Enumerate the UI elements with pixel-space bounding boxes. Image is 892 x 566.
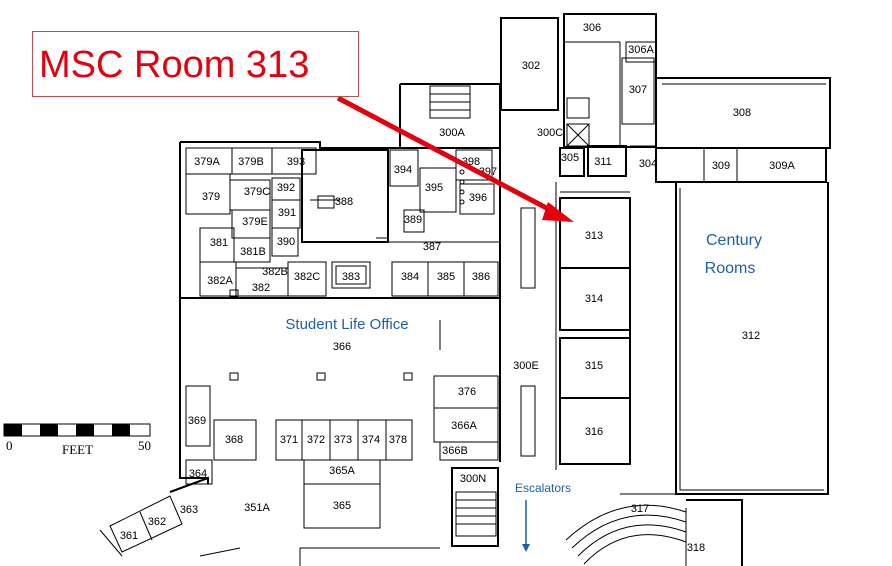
room-callout-box: MSC Room 313 bbox=[32, 31, 359, 97]
century-rooms-label-line2: Rooms bbox=[705, 260, 756, 277]
room-label: 392 bbox=[277, 182, 295, 194]
room-label: 306A bbox=[628, 44, 654, 56]
room-label: 309 bbox=[712, 160, 730, 172]
room-label: 373 bbox=[334, 434, 352, 446]
room-label: 379 bbox=[202, 191, 220, 203]
scale-bar: 0 FEET 50 bbox=[3, 423, 151, 457]
room-label: 306 bbox=[583, 22, 601, 34]
scale-start-label: 0 bbox=[6, 438, 13, 453]
room-label: 395 bbox=[425, 182, 443, 194]
room-label: 389 bbox=[404, 214, 422, 226]
area-labels: Century Rooms Student Life Office Escala… bbox=[285, 232, 762, 495]
room-label: 379C bbox=[244, 186, 270, 198]
room-label: 308 bbox=[733, 107, 751, 119]
room-label: 366A bbox=[451, 420, 477, 432]
room-label: 388 bbox=[335, 196, 353, 208]
room-label: 384 bbox=[401, 271, 419, 283]
room-label: 366B bbox=[442, 445, 468, 457]
room-label: 374 bbox=[362, 434, 380, 446]
building-walls bbox=[99, 13, 831, 566]
room-label: 361 bbox=[120, 530, 138, 542]
room-label: 390 bbox=[277, 236, 295, 248]
room-label: 387 bbox=[423, 241, 441, 253]
scale-unit-label: FEET bbox=[62, 442, 93, 457]
room-label: 376 bbox=[458, 386, 476, 398]
room-label: 381B bbox=[240, 246, 266, 258]
room-label: 305 bbox=[561, 152, 579, 164]
room-label: 300N bbox=[460, 473, 486, 485]
room-callout-text: MSC Room 313 bbox=[39, 44, 310, 86]
room-label: 314 bbox=[585, 293, 603, 305]
room-label: 381 bbox=[210, 237, 228, 249]
room-label: 300A bbox=[439, 127, 465, 139]
escalators-label: Escalators bbox=[515, 481, 571, 495]
room-label: 318 bbox=[687, 542, 705, 554]
century-rooms-label-line1: Century bbox=[706, 232, 762, 249]
room-label: 365 bbox=[333, 500, 351, 512]
room-label: 382 bbox=[252, 282, 270, 294]
room-label: 364 bbox=[189, 468, 207, 480]
room-label: 317 bbox=[631, 503, 649, 515]
room-label: 312 bbox=[742, 330, 760, 342]
room-label: 378 bbox=[389, 434, 407, 446]
room-label: 393 bbox=[287, 156, 305, 168]
room-label: 351A bbox=[244, 502, 270, 514]
room-label: 396 bbox=[469, 192, 487, 204]
room-label: 311 bbox=[594, 156, 612, 168]
room-label: 300C bbox=[537, 127, 563, 139]
room-label: 391 bbox=[278, 207, 296, 219]
scale-end-label: 50 bbox=[138, 438, 151, 453]
escalator-arrow bbox=[522, 500, 530, 552]
room-labels: 302 306 306A 307 308 300A 300C 305 311 3… bbox=[120, 22, 796, 554]
room-label: 379A bbox=[194, 156, 220, 168]
room-label: 386 bbox=[472, 271, 490, 283]
red-arrow bbox=[336, 95, 574, 222]
room-label: 382C bbox=[294, 271, 320, 283]
room-label: 315 bbox=[585, 360, 603, 372]
room-label: 313 bbox=[585, 230, 603, 242]
room-label: 379B bbox=[238, 156, 264, 168]
room-label: 362 bbox=[148, 516, 166, 528]
room-label: 372 bbox=[307, 434, 325, 446]
room-label: 300E bbox=[513, 360, 539, 372]
room-label: 365A bbox=[329, 465, 355, 477]
room-label: 368 bbox=[225, 434, 243, 446]
room-label: 394 bbox=[394, 164, 412, 176]
room-label: 379E bbox=[242, 216, 268, 228]
room-label: 309A bbox=[769, 160, 795, 172]
room-label: 304 bbox=[639, 158, 657, 170]
room-label: 382A bbox=[207, 275, 233, 287]
room-label: 383 bbox=[342, 271, 360, 283]
room-label: 363 bbox=[180, 504, 198, 516]
room-label: 307 bbox=[629, 84, 647, 96]
room-label: 382B bbox=[262, 266, 288, 278]
room-label: 302 bbox=[522, 60, 540, 72]
room-label: 316 bbox=[585, 426, 603, 438]
student-life-office-label: Student Life Office bbox=[285, 316, 408, 333]
room-label: 371 bbox=[280, 434, 298, 446]
room-label: 385 bbox=[437, 271, 455, 283]
room-label: 366 bbox=[333, 341, 351, 353]
room-label: 369 bbox=[188, 415, 206, 427]
